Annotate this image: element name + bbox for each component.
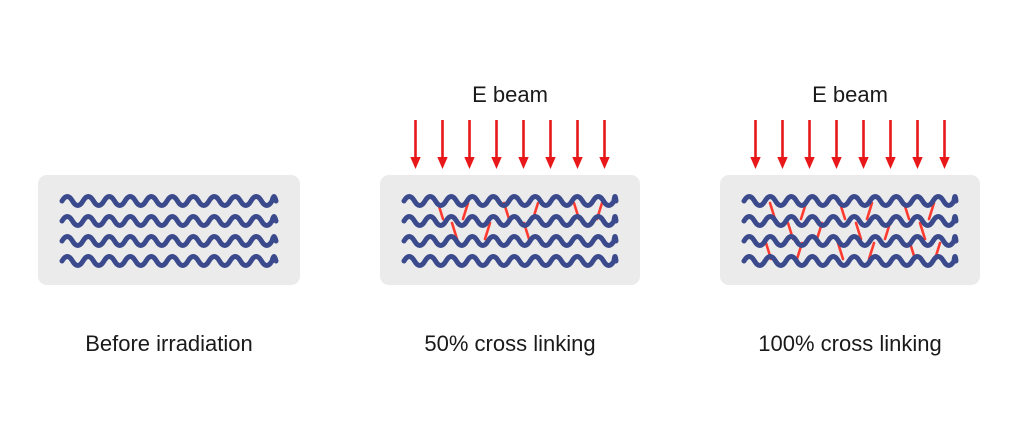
arrow-head-icon xyxy=(912,157,923,169)
caption-before-irradiation: Before irradiation xyxy=(85,331,253,356)
crosslink-bond xyxy=(918,221,927,241)
crosslink-bond xyxy=(483,221,492,241)
caption-50-percent-cross-linking: 50% cross linking xyxy=(424,331,596,356)
polymer-chain xyxy=(59,214,279,228)
crosslink-bond xyxy=(450,221,459,241)
beam-arrow xyxy=(750,120,761,169)
crosslink-bond xyxy=(867,241,876,261)
polymer-network-100-percent-cross-linking xyxy=(741,194,959,268)
polymer-chain xyxy=(401,234,619,248)
polymer-chain xyxy=(401,214,619,228)
polymer-chain xyxy=(741,234,959,248)
crosslink-bond xyxy=(461,201,470,221)
polymer-slab-before-irradiation xyxy=(38,175,300,285)
beam-arrow xyxy=(939,120,950,169)
arrow-head-icon xyxy=(831,157,842,169)
crosslink-bond xyxy=(854,221,863,241)
arrow-head-icon xyxy=(939,157,950,169)
polymer-chain xyxy=(741,214,959,228)
polymer-network-before-irradiation xyxy=(59,194,279,268)
arrow-head-icon xyxy=(885,157,896,169)
beam-arrow xyxy=(858,120,869,169)
arrow-head-icon xyxy=(750,157,761,169)
crosslink-bond xyxy=(865,201,874,221)
beam-arrow xyxy=(885,120,896,169)
crosslink-bond xyxy=(927,201,936,221)
polymer-slab-50-percent-cross-linking xyxy=(380,175,640,285)
polymer-chain xyxy=(401,194,619,208)
beam-label-100-percent-cross-linking: E beam xyxy=(812,82,888,107)
beam-arrow xyxy=(912,120,923,169)
arrow-head-icon xyxy=(777,157,788,169)
polymer-chain xyxy=(741,194,959,208)
beam-arrow xyxy=(777,120,788,169)
polymer-slab-100-percent-cross-linking xyxy=(720,175,980,285)
polymer-chain xyxy=(59,194,279,208)
polymer-network-50-percent-cross-linking xyxy=(401,194,619,268)
polymer-chain xyxy=(59,254,279,268)
beam-arrow xyxy=(804,120,815,169)
beam-arrow xyxy=(831,120,842,169)
caption-100-percent-cross-linking: 100% cross linking xyxy=(758,331,942,356)
polymer-chain xyxy=(59,234,279,248)
beam-label-50-percent-cross-linking: E beam xyxy=(472,82,548,107)
arrow-head-icon xyxy=(804,157,815,169)
polymer-chain xyxy=(741,254,959,268)
arrow-head-icon xyxy=(858,157,869,169)
crosslink-bond xyxy=(836,241,845,261)
polymer-chain xyxy=(401,254,619,268)
